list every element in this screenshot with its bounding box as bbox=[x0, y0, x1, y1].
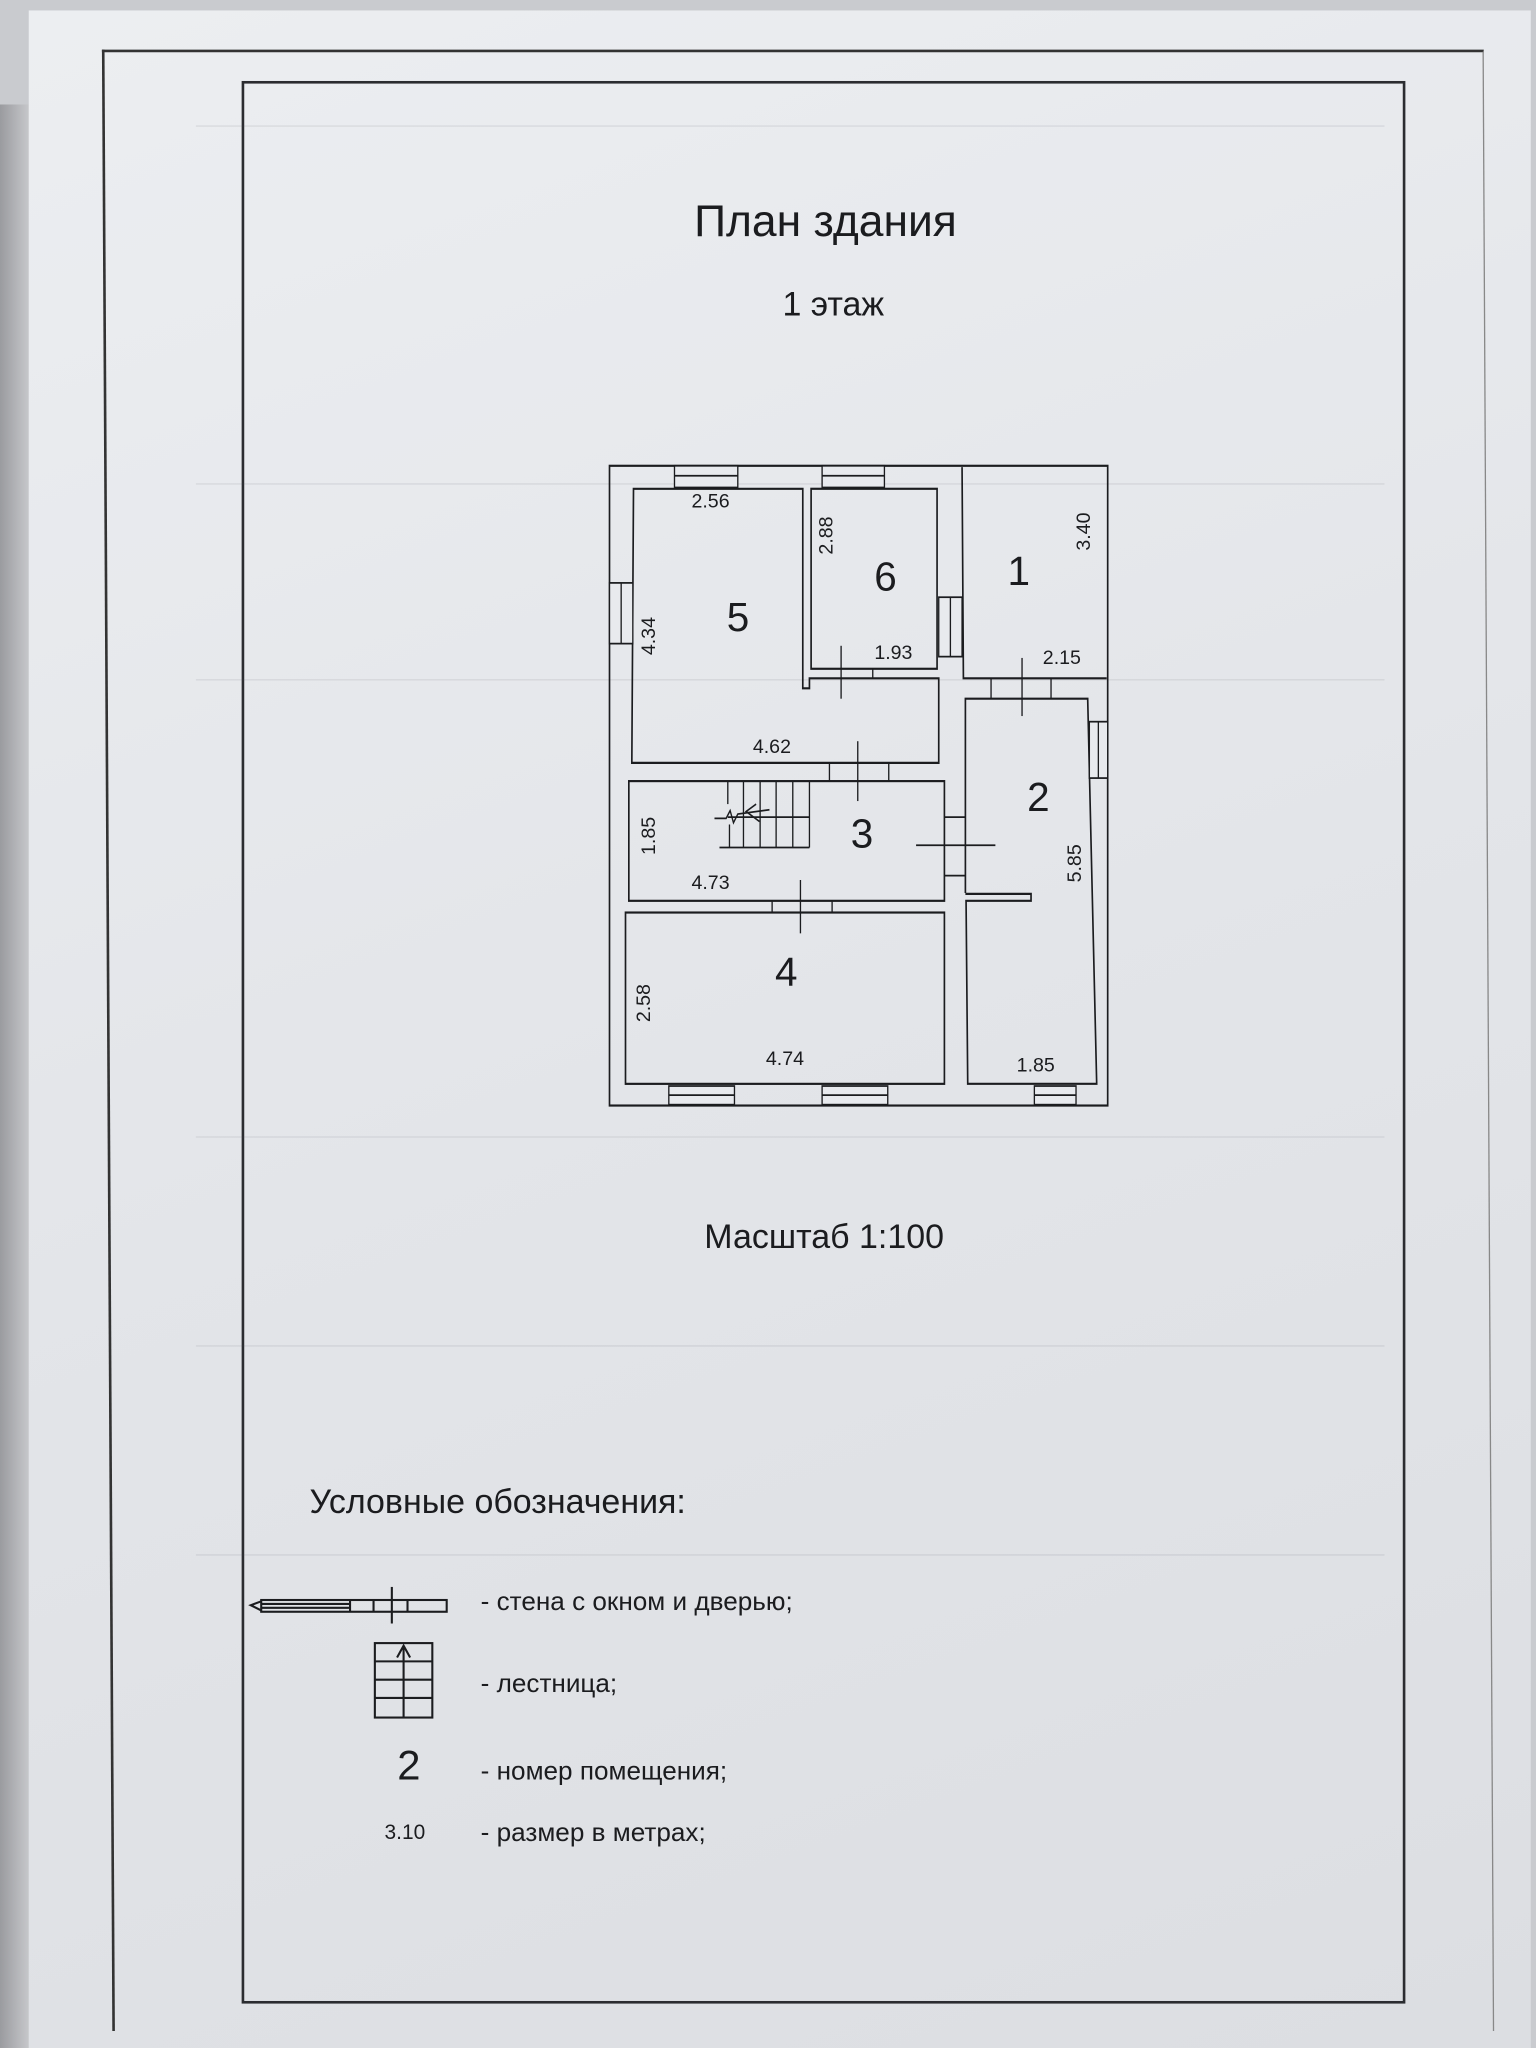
legend-item-label: - номер помещения; bbox=[480, 1757, 728, 1787]
windows bbox=[609, 464, 1109, 1106]
dimension-label: 4.62 bbox=[752, 735, 791, 759]
show-through-line bbox=[195, 1345, 1385, 1347]
dimension-label: 2.88 bbox=[815, 516, 838, 555]
show-through-line bbox=[195, 1554, 1385, 1556]
legend-item-label: - лестница; bbox=[480, 1669, 618, 1699]
dimension-label: 1.93 bbox=[874, 641, 913, 665]
stairs-symbol bbox=[714, 780, 811, 848]
show-through-line bbox=[195, 1136, 1385, 1138]
scale-label: Масштаб 1:100 bbox=[704, 1216, 945, 1256]
room-2-wall bbox=[965, 697, 1099, 1085]
doors bbox=[771, 645, 1053, 933]
show-through-line bbox=[195, 483, 1385, 485]
dimension-label: 3.40 bbox=[1072, 512, 1096, 551]
dimension-label: 5.85 bbox=[1063, 844, 1087, 883]
show-through-line bbox=[195, 125, 1385, 127]
room-4-wall bbox=[625, 910, 946, 1085]
page-border-inner bbox=[241, 80, 1406, 2004]
floor-label: 1 этаж bbox=[782, 284, 885, 324]
dimension-label: 1.85 bbox=[638, 816, 661, 855]
room-number: 2 bbox=[1027, 774, 1050, 821]
room-number: 5 bbox=[726, 594, 750, 640]
room-3-wall bbox=[628, 779, 946, 902]
room-number: 1 bbox=[1007, 548, 1031, 595]
dimension-label: 1.85 bbox=[1016, 1054, 1055, 1077]
room-1-wall bbox=[961, 466, 1108, 679]
legend-item-label: - размер в метрах; bbox=[480, 1818, 706, 1848]
dimension-label: 2.15 bbox=[1042, 647, 1081, 670]
paper-sheet bbox=[28, 10, 1531, 2048]
legend-dimension-sample: 3.10 bbox=[384, 1822, 426, 1845]
dimension-label: 4.34 bbox=[638, 617, 661, 656]
dimension-label: 4.74 bbox=[765, 1048, 805, 1071]
stairs-legend-symbol bbox=[373, 1642, 434, 1719]
dimension-label: 2.58 bbox=[632, 984, 656, 1023]
room-number: 6 bbox=[874, 553, 897, 600]
dimension-label: 4.73 bbox=[691, 871, 730, 895]
legend-room-number-sample: 2 bbox=[397, 1741, 421, 1789]
wall-window-door-symbol bbox=[248, 1586, 448, 1624]
room-6-wall bbox=[810, 487, 939, 670]
dimension-label: 2.56 bbox=[691, 490, 730, 513]
legend-title: Условные обозначения: bbox=[309, 1481, 686, 1521]
room-number: 3 bbox=[850, 811, 874, 857]
room-number: 4 bbox=[775, 949, 798, 996]
legend-item-label: - стена с окном и дверью; bbox=[480, 1587, 793, 1617]
show-through-line bbox=[195, 679, 1385, 681]
page-title: План здания bbox=[694, 196, 957, 247]
room-5-wall bbox=[631, 487, 941, 764]
floor-plan bbox=[609, 464, 1110, 1107]
